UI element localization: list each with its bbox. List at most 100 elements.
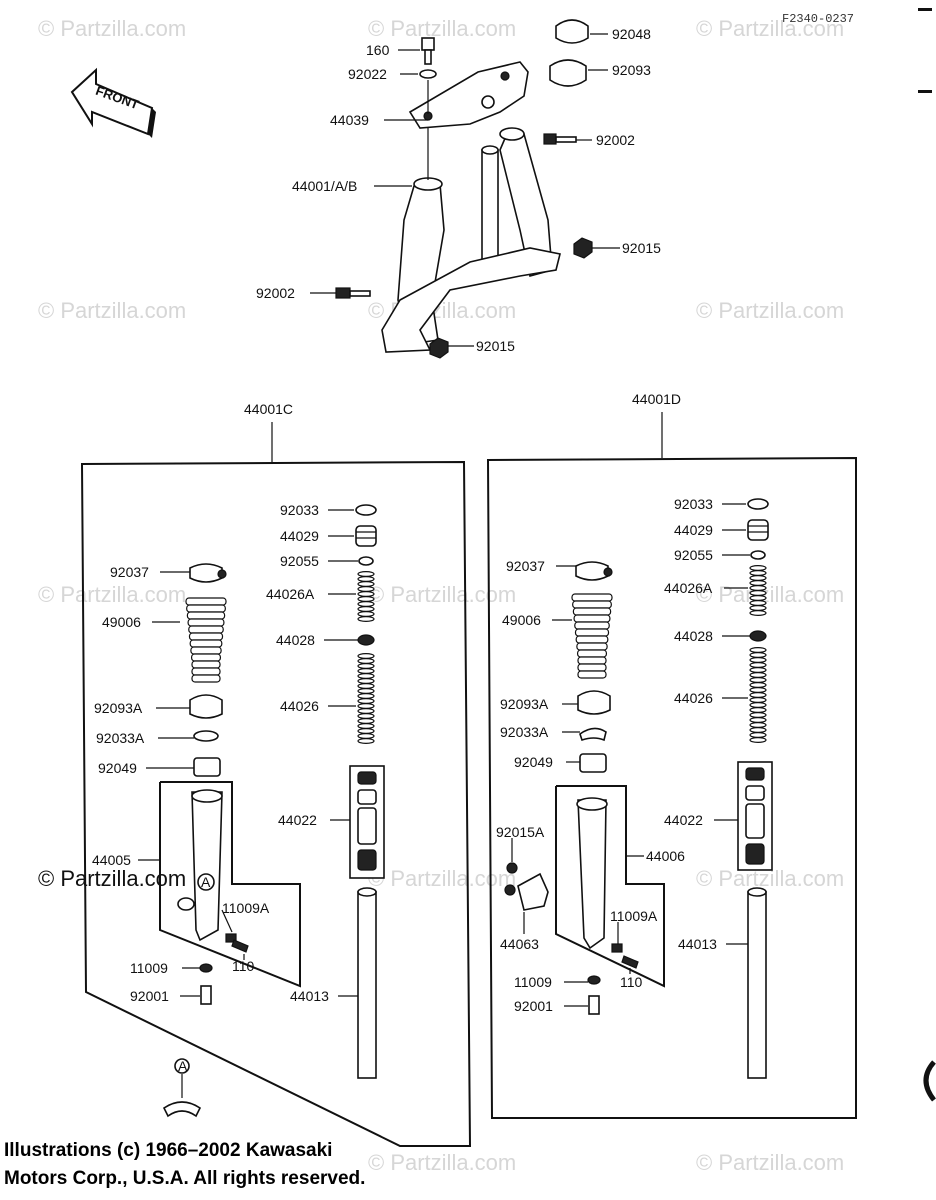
label-44028: 44028 (674, 628, 713, 644)
spring-coil (749, 691, 767, 698)
boot-fold (186, 611, 226, 620)
washer-92022 (419, 69, 437, 79)
seal-92093a (189, 694, 223, 719)
spring-coil (749, 681, 767, 688)
callout-a-circle (197, 873, 215, 891)
damper-piece (357, 849, 377, 871)
spring-coil (357, 687, 375, 694)
outer-tube-top (576, 797, 608, 811)
washer-11009a (225, 933, 237, 943)
right-labels: 92033 44029 92055 44026A 44028 44026 440… (496, 496, 717, 1014)
label-44026: 44026 (674, 690, 713, 706)
label-92015-right: 92015 (622, 240, 661, 256)
damper-piece (357, 771, 377, 785)
spring-coil (357, 672, 375, 679)
spring-coil (357, 682, 375, 689)
damper-piece (357, 807, 377, 845)
boot-fold (191, 660, 221, 669)
watermark: © Partzilla.com (38, 298, 186, 323)
label-92093a: 92093A (94, 700, 143, 716)
washer-11009 (587, 975, 601, 985)
spring-coil (357, 707, 375, 714)
spring-coil (749, 671, 767, 678)
edge-mark (918, 90, 932, 93)
nut-92015a (506, 862, 518, 874)
clamp-screw (217, 569, 227, 579)
spring-coil (749, 726, 767, 733)
label-92033a: 92033A (500, 724, 549, 740)
boot-fold (576, 649, 607, 658)
callout-a-ref: A (178, 1058, 188, 1074)
boot-fold (576, 642, 608, 651)
spring-44026a (357, 570, 375, 622)
edge-mark (918, 8, 932, 11)
spring-coil (749, 609, 767, 616)
steering-stem-assembly (335, 19, 593, 359)
spring-coil (749, 721, 767, 728)
right-fork-assembly: 44001D (486, 391, 857, 1119)
outer-tube-44005 (191, 791, 223, 942)
assembly-label-right: 44001D (632, 391, 681, 407)
spring-coil (749, 599, 767, 606)
spring-coil (749, 696, 767, 703)
spring-coil (749, 711, 767, 718)
outer-tube-top (191, 789, 223, 803)
spring-coil (357, 657, 375, 664)
copyright-line-2: Motors Corp., U.S.A. All rights reserved… (4, 1168, 365, 1189)
boot-fold (191, 674, 221, 683)
boot-fold (572, 607, 612, 616)
cap-44029 (747, 519, 769, 541)
washer-11009 (199, 963, 213, 973)
label-44029: 44029 (280, 528, 319, 544)
label-44005: 44005 (92, 852, 131, 868)
spring-coil (357, 600, 375, 607)
label-44013: 44013 (290, 988, 329, 1004)
plate-hole (481, 95, 495, 109)
spring-coil (749, 661, 767, 668)
seal-92093a (577, 690, 611, 715)
label-110: 110 (232, 958, 255, 974)
assembly-label-left: 44001C (244, 401, 293, 417)
label-92048: 92048 (612, 26, 651, 42)
spring-coil (357, 702, 375, 709)
ring-92033a (579, 727, 607, 742)
damper-piece (357, 789, 377, 805)
spring-coil (357, 575, 375, 582)
spring-44026 (357, 652, 375, 744)
label-49006: 49006 (502, 612, 541, 628)
clamp-screw (603, 567, 613, 577)
label-92055: 92055 (280, 553, 319, 569)
bolt-92002-left (335, 287, 371, 299)
bushing-92049 (193, 757, 221, 777)
ring-92033 (355, 504, 377, 516)
spring-coil (357, 697, 375, 704)
spring-coil (357, 662, 375, 669)
label-92015a: 92015A (496, 824, 545, 840)
watermark: © Partzilla.com (38, 866, 186, 891)
damper-piece (745, 785, 765, 801)
label-44022: 44022 (278, 812, 317, 828)
watermark: © Partzilla.com (368, 1150, 516, 1175)
spring-coil (357, 610, 375, 617)
bolt-160 (421, 37, 435, 51)
boot-fold (575, 635, 609, 644)
watermark: © Partzilla.com (696, 1150, 844, 1175)
boot-fold (577, 656, 607, 665)
nut-92015a (504, 884, 516, 896)
label-92015-left: 92015 (476, 338, 515, 354)
boot-fold (572, 600, 612, 609)
label-92001: 92001 (130, 988, 169, 1004)
boot-fold (189, 639, 223, 648)
label-11009a: 11009A (222, 900, 270, 916)
bolt-92001 (200, 985, 212, 1005)
label-11009: 11009 (130, 960, 168, 976)
spring-coil (357, 727, 375, 734)
outer-tube-frame (555, 785, 665, 988)
spring-coil (749, 579, 767, 586)
inner-tube-44013 (357, 891, 377, 1079)
bracket-44063 (517, 872, 549, 911)
dust-boot-49006 (571, 593, 613, 679)
boot-fold (577, 670, 607, 679)
right-assembly-frame (486, 456, 857, 1119)
spring-coil (357, 595, 375, 602)
